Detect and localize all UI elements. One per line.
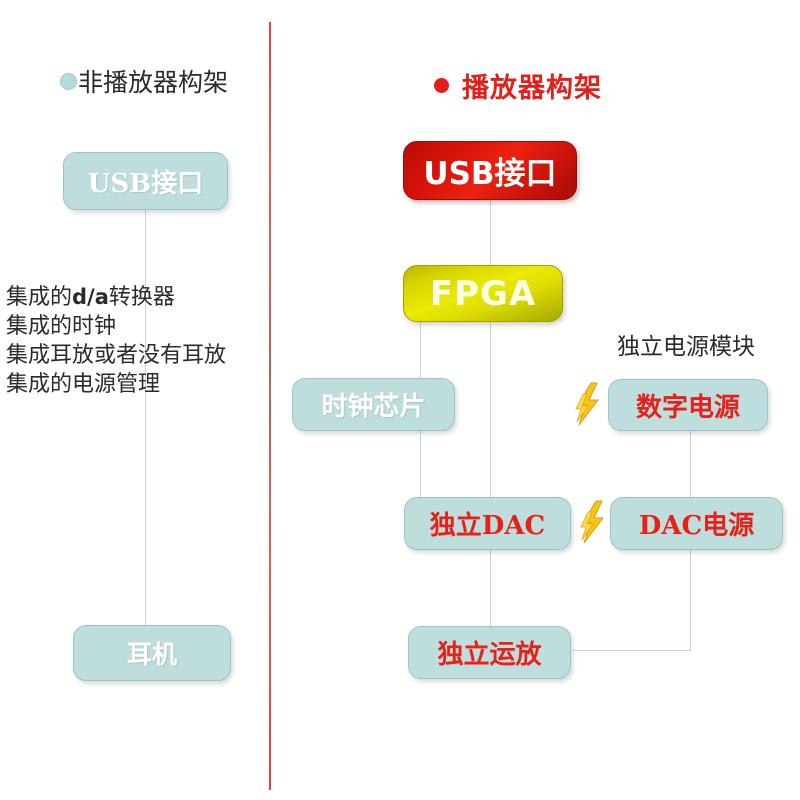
box-independent-opamp[interactable]: 独立运放 <box>408 626 571 679</box>
box-left-headphone[interactable]: 耳机 <box>73 625 231 681</box>
box-independent-dac[interactable]: 独立DAC <box>404 497 571 550</box>
left-note-1: 集成的d/a转换器 <box>6 285 175 310</box>
box-left-usb-interface[interactable]: USB接口 <box>63 152 228 210</box>
left-section-heading: 非播放器构架 <box>60 63 228 99</box>
connector-fpga-to-dac <box>490 322 491 497</box>
connector-left-usb-to-headphone <box>145 210 146 627</box>
circle-bullet-red-icon <box>434 78 449 93</box>
lightning-bolt-icon-digital-power <box>573 382 603 426</box>
box-left-headphone-label: 耳机 <box>126 640 177 669</box>
connector-usb-to-fpga <box>490 200 491 266</box>
box-independent-dac-label: 独立DAC <box>429 511 546 541</box>
connector-digitalpower-to-dacpower <box>690 430 691 497</box>
box-left-usb-interface-label: USB接口 <box>87 168 204 199</box>
left-notes-list: 集成的d/a转换器 集成的时钟 集成耳放或者没有耳放 集成的电源管理 <box>6 283 226 399</box>
box-dac-power-label: DAC电源 <box>638 511 755 541</box>
box-independent-opamp-label: 独立运放 <box>437 640 542 670</box>
box-clock-chip-label: 时钟芯片 <box>321 392 426 422</box>
connector-dacpower-down <box>690 550 691 650</box>
vertical-divider <box>269 22 271 790</box>
lightning-bolt-icon-dac-power <box>578 500 608 544</box>
power-module-group-label: 独立电源模块 <box>617 334 755 360</box>
box-digital-power[interactable]: 数字电源 <box>608 379 768 431</box>
right-heading-label: 播放器构架 <box>462 73 602 104</box>
connector-dacpower-to-opamp <box>573 650 691 651</box>
left-note-3: 集成耳放或者没有耳放 <box>6 343 227 368</box>
box-right-usb-interface-label: USB接口 <box>423 156 557 192</box>
left-note-4: 集成的电源管理 <box>6 372 161 397</box>
box-right-usb-interface[interactable]: USB接口 <box>403 141 577 200</box>
connector-dac-to-opamp <box>490 550 491 626</box>
box-dac-power[interactable]: DAC电源 <box>610 497 783 550</box>
box-fpga-label: FPGA <box>429 273 537 314</box>
circle-bullet-teal-icon <box>60 72 77 90</box>
connector-clockchip-to-dac <box>420 430 421 497</box>
box-fpga[interactable]: FPGA <box>403 265 563 322</box>
connector-fpga-to-clockchip <box>420 322 421 384</box>
left-note-2: 集成的时钟 <box>6 314 117 339</box>
box-digital-power-label: 数字电源 <box>635 392 740 423</box>
box-clock-chip[interactable]: 时钟芯片 <box>292 378 455 431</box>
left-heading-label: 非播放器构架 <box>78 68 229 97</box>
right-section-heading: 播放器构架 <box>434 66 602 105</box>
